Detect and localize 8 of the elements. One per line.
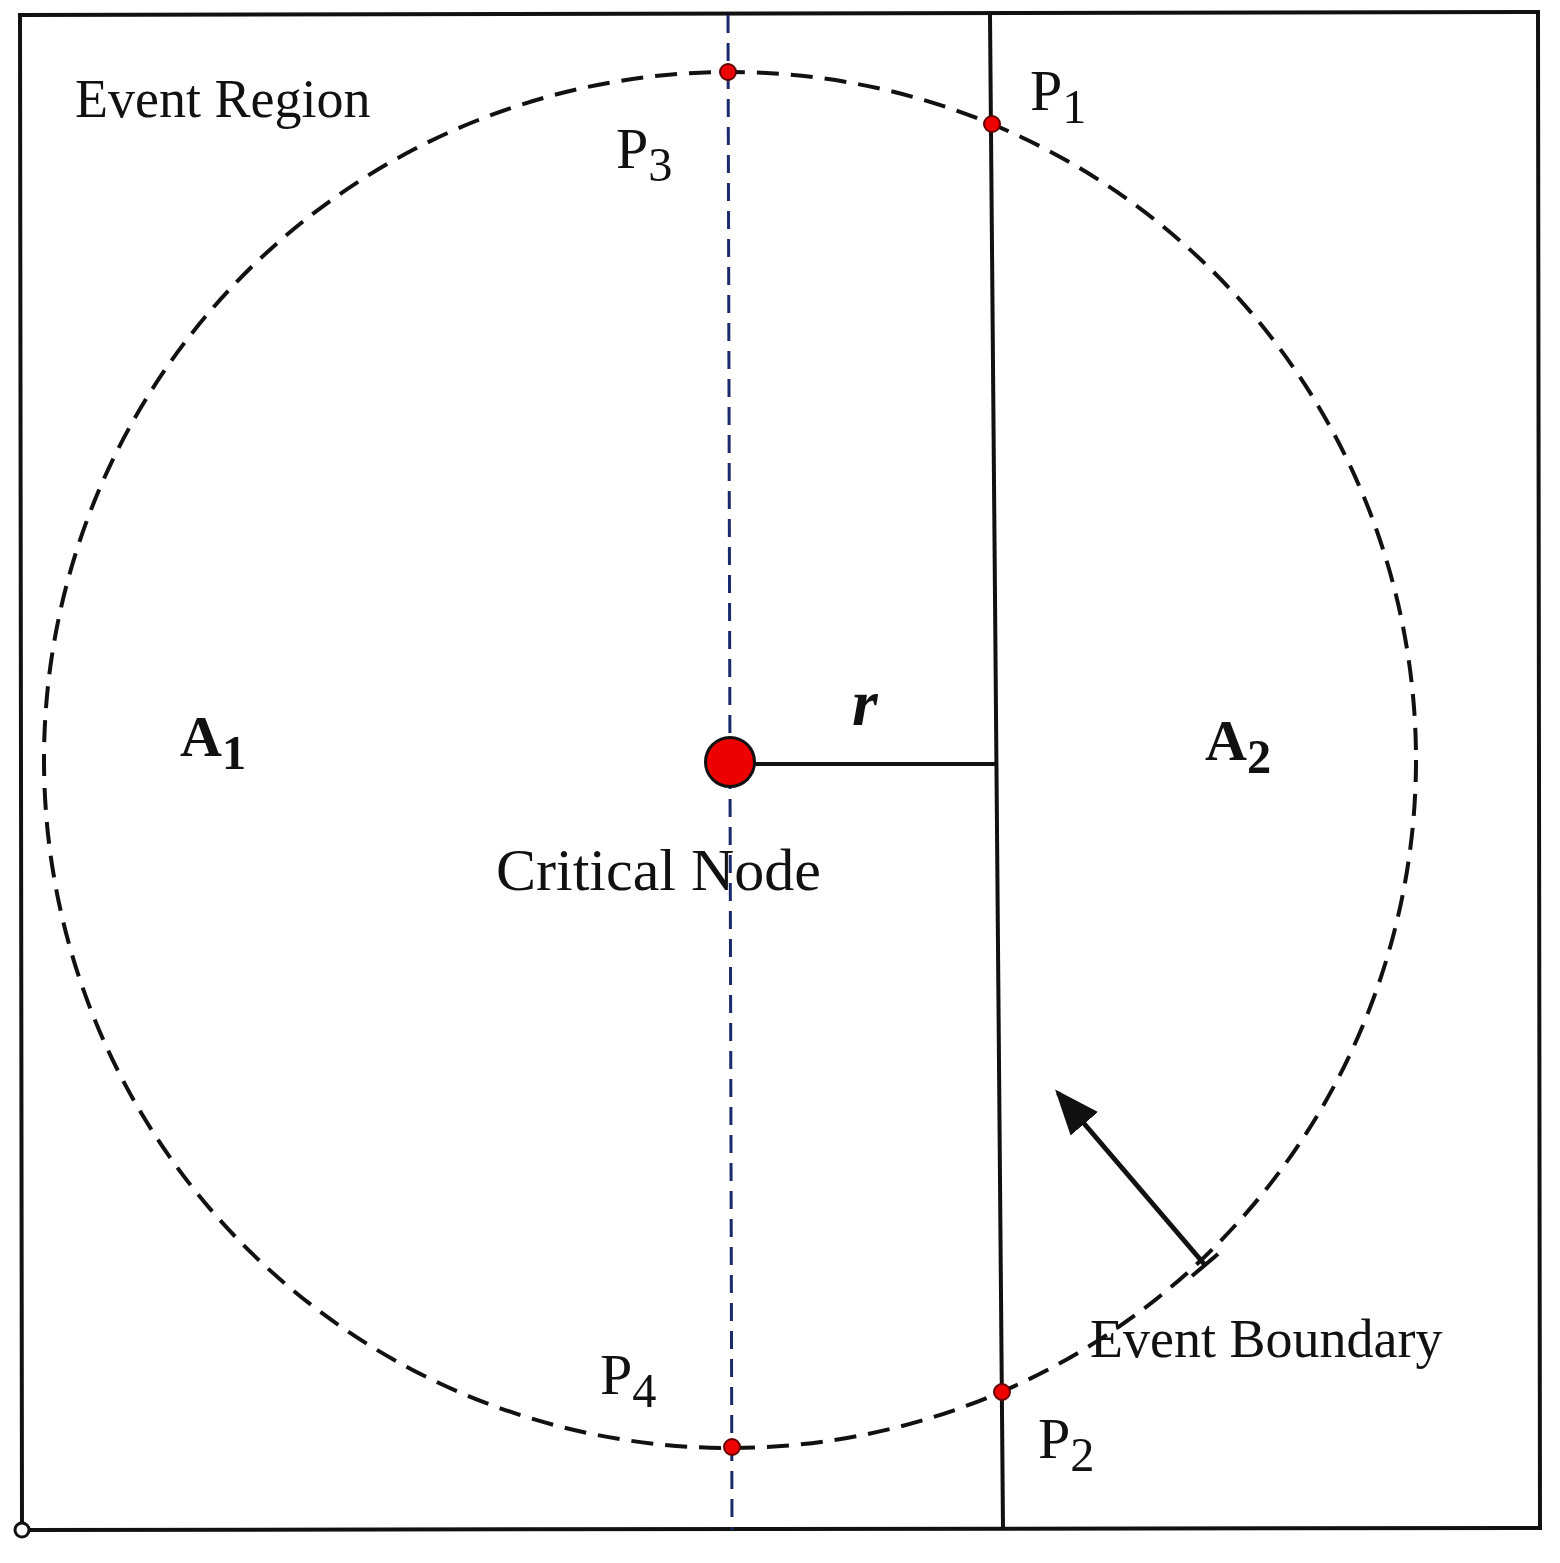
radius-label: r <box>852 670 878 736</box>
node-caption: Critical Node <box>496 840 821 900</box>
point-label: P$_{2}$ <box>1038 1410 1095 1479</box>
point-label: P$_{1}$ <box>1030 62 1087 131</box>
area-label: A$_{2}$ <box>1205 712 1272 781</box>
point-label: P$_{3}$ <box>616 120 673 189</box>
point-label: P$_{4}$ <box>600 1346 657 1415</box>
area-label: A$_{1}$ <box>180 708 247 777</box>
